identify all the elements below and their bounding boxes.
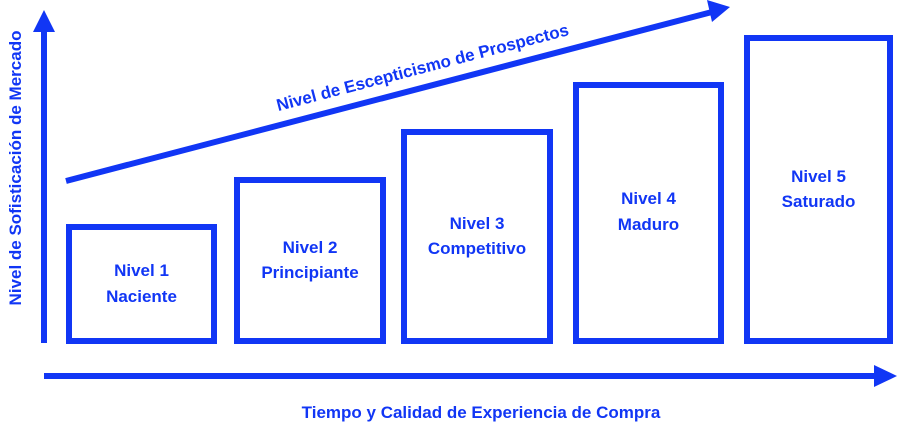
skepticism-trend-label: Nivel de Escepticismo de Prospectos <box>274 20 570 115</box>
stage-box <box>401 129 553 344</box>
y-axis-arrow-icon <box>33 10 55 32</box>
stage-level-5: Nivel 5 Saturado <box>744 35 893 344</box>
stage-level-label: Nivel 4 <box>621 189 676 208</box>
stage-box <box>573 82 724 344</box>
y-axis: Nivel de Sofisticación de Mercado <box>6 10 55 343</box>
stage-level-label: Nivel 1 <box>114 261 169 280</box>
stage-name-label: Naciente <box>106 287 177 306</box>
x-axis-arrow-icon <box>874 365 897 387</box>
stage-name-label: Saturado <box>782 192 856 211</box>
stage-name-label: Principiante <box>261 263 358 282</box>
stage-box <box>744 35 893 344</box>
stage-level-label: Nivel 2 <box>283 238 338 257</box>
stage-name-label: Competitivo <box>428 239 526 258</box>
stage-name-label: Maduro <box>618 215 679 234</box>
stage-box <box>234 177 386 344</box>
x-axis: Tiempo y Calidad de Experiencia de Compr… <box>44 365 897 422</box>
skepticism-trend-arrow-icon <box>707 0 730 22</box>
stage-level-1: Nivel 1 Naciente <box>66 224 217 344</box>
stage-level-label: Nivel 5 <box>791 167 846 186</box>
y-axis-label: Nivel de Sofisticación de Mercado <box>6 31 25 306</box>
x-axis-label: Tiempo y Calidad de Experiencia de Compr… <box>302 403 661 422</box>
skepticism-trend-line <box>65 9 713 184</box>
stage-level-label: Nivel 3 <box>450 214 505 233</box>
stage-level-3: Nivel 3 Competitivo <box>401 129 553 344</box>
stage-box <box>66 224 217 344</box>
stage-level-2: Nivel 2 Principiante <box>234 177 386 344</box>
stage-level-4: Nivel 4 Maduro <box>573 82 724 344</box>
